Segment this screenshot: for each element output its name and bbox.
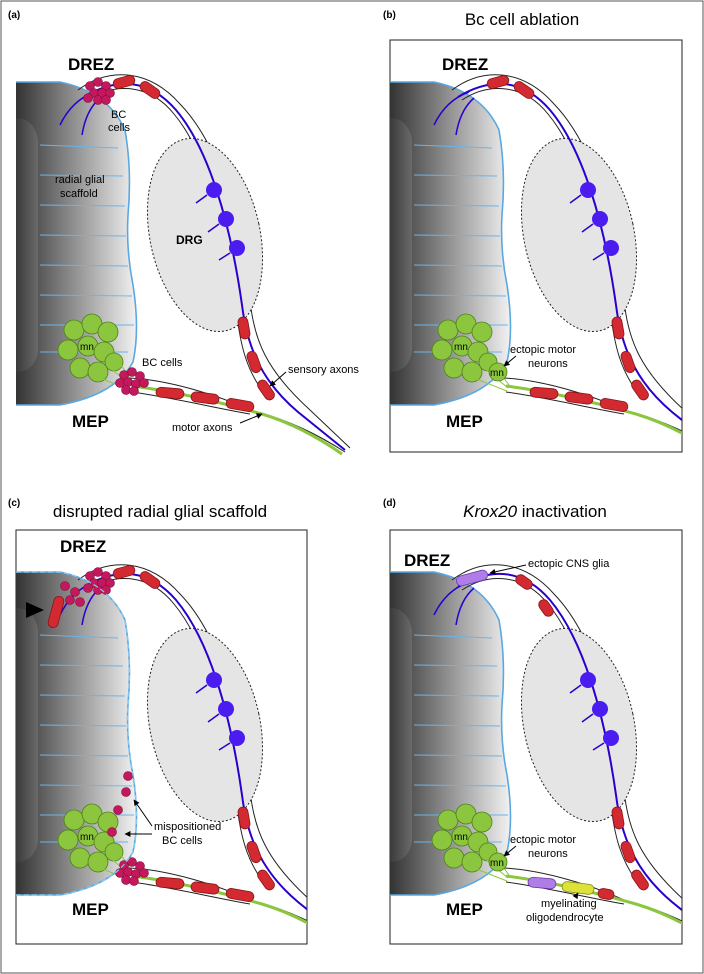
mispositioned-bc-cells (60, 581, 133, 837)
arrowhead-marker (26, 602, 44, 618)
panel-b-mep: MEP (446, 412, 483, 431)
panel-a-scaffold: radial glial (55, 174, 105, 186)
panel-c-mep: MEP (72, 900, 109, 919)
panel-d-cns-glia: ectopic CNS glia (528, 558, 610, 570)
panel-a-motor: motor axons (172, 422, 233, 434)
panel-d-oligo: myelinating (541, 898, 597, 910)
panel-d-label: (d) (383, 498, 396, 509)
panel-c-mn: mn (80, 832, 94, 843)
panel-a-label: (a) (8, 10, 20, 21)
panel-a-mn: mn (80, 342, 94, 353)
panel-b-ectopic: ectopic motor (510, 344, 576, 356)
panel-c: (c) disrupted radial glial scaffold (8, 498, 308, 945)
panel-b-ectopic-2: neurons (528, 358, 568, 370)
panel-c-mispositioned-2: BC cells (162, 835, 203, 847)
panel-d-ectopic: ectopic motor (510, 834, 576, 846)
panel-a-bc-ventral: BC cells (142, 357, 183, 369)
panel-c-drez: DREZ (60, 537, 106, 556)
panel-d-ectopic-2: neurons (528, 848, 568, 860)
panel-c-label: (c) (8, 498, 20, 509)
panel-d: (d) Krox20 inactivation DREZ MEP ectopic… (383, 498, 683, 945)
disrupted-edge (16, 571, 138, 896)
ectopic-oligo-purple (527, 876, 557, 890)
panel-a-drg: DRG (176, 233, 203, 247)
ectopic-cns-glia (455, 569, 489, 587)
panel-d-mep: MEP (446, 900, 483, 919)
panel-a-bc-dorsal-2: cells (108, 122, 131, 134)
panel-d-drez: DREZ (404, 551, 450, 570)
panel-d-title: Krox20 inactivation (463, 502, 607, 521)
panel-d-mn-ectopic: mn (490, 858, 504, 869)
panel-a-drez: DREZ (68, 55, 114, 74)
panel-b-mn-ectopic: mn (490, 368, 504, 379)
panel-d-mn: mn (454, 832, 468, 843)
panel-b-label: (b) (383, 10, 396, 21)
panel-b-title: Bc cell ablation (465, 10, 579, 29)
panel-b: (b) Bc cell ablation DREZ MEP mn mn ecto… (383, 10, 683, 453)
ectopic-motor-neuron (488, 362, 508, 382)
panel-b-drez: DREZ (442, 55, 488, 74)
ectopic-schwann-cell (47, 595, 65, 629)
panel-a-sensory: sensory axons (288, 364, 359, 376)
panel-a-bc-dorsal: BC (111, 109, 126, 121)
panel-a-mep: MEP (72, 412, 109, 431)
panel-d-oligo-2: oligodendrocyte (526, 912, 604, 924)
panel-c-mispositioned: mispositioned (154, 821, 221, 833)
panel-c-title: disrupted radial glial scaffold (53, 502, 267, 521)
panel-b-mn: mn (454, 342, 468, 353)
panel-a-scaffold-2: scaffold (60, 188, 98, 200)
ectopic-motor-neuron (488, 852, 508, 872)
panel-a: (a) DREZ MEP BC cells radial glial scaff… (8, 10, 359, 456)
